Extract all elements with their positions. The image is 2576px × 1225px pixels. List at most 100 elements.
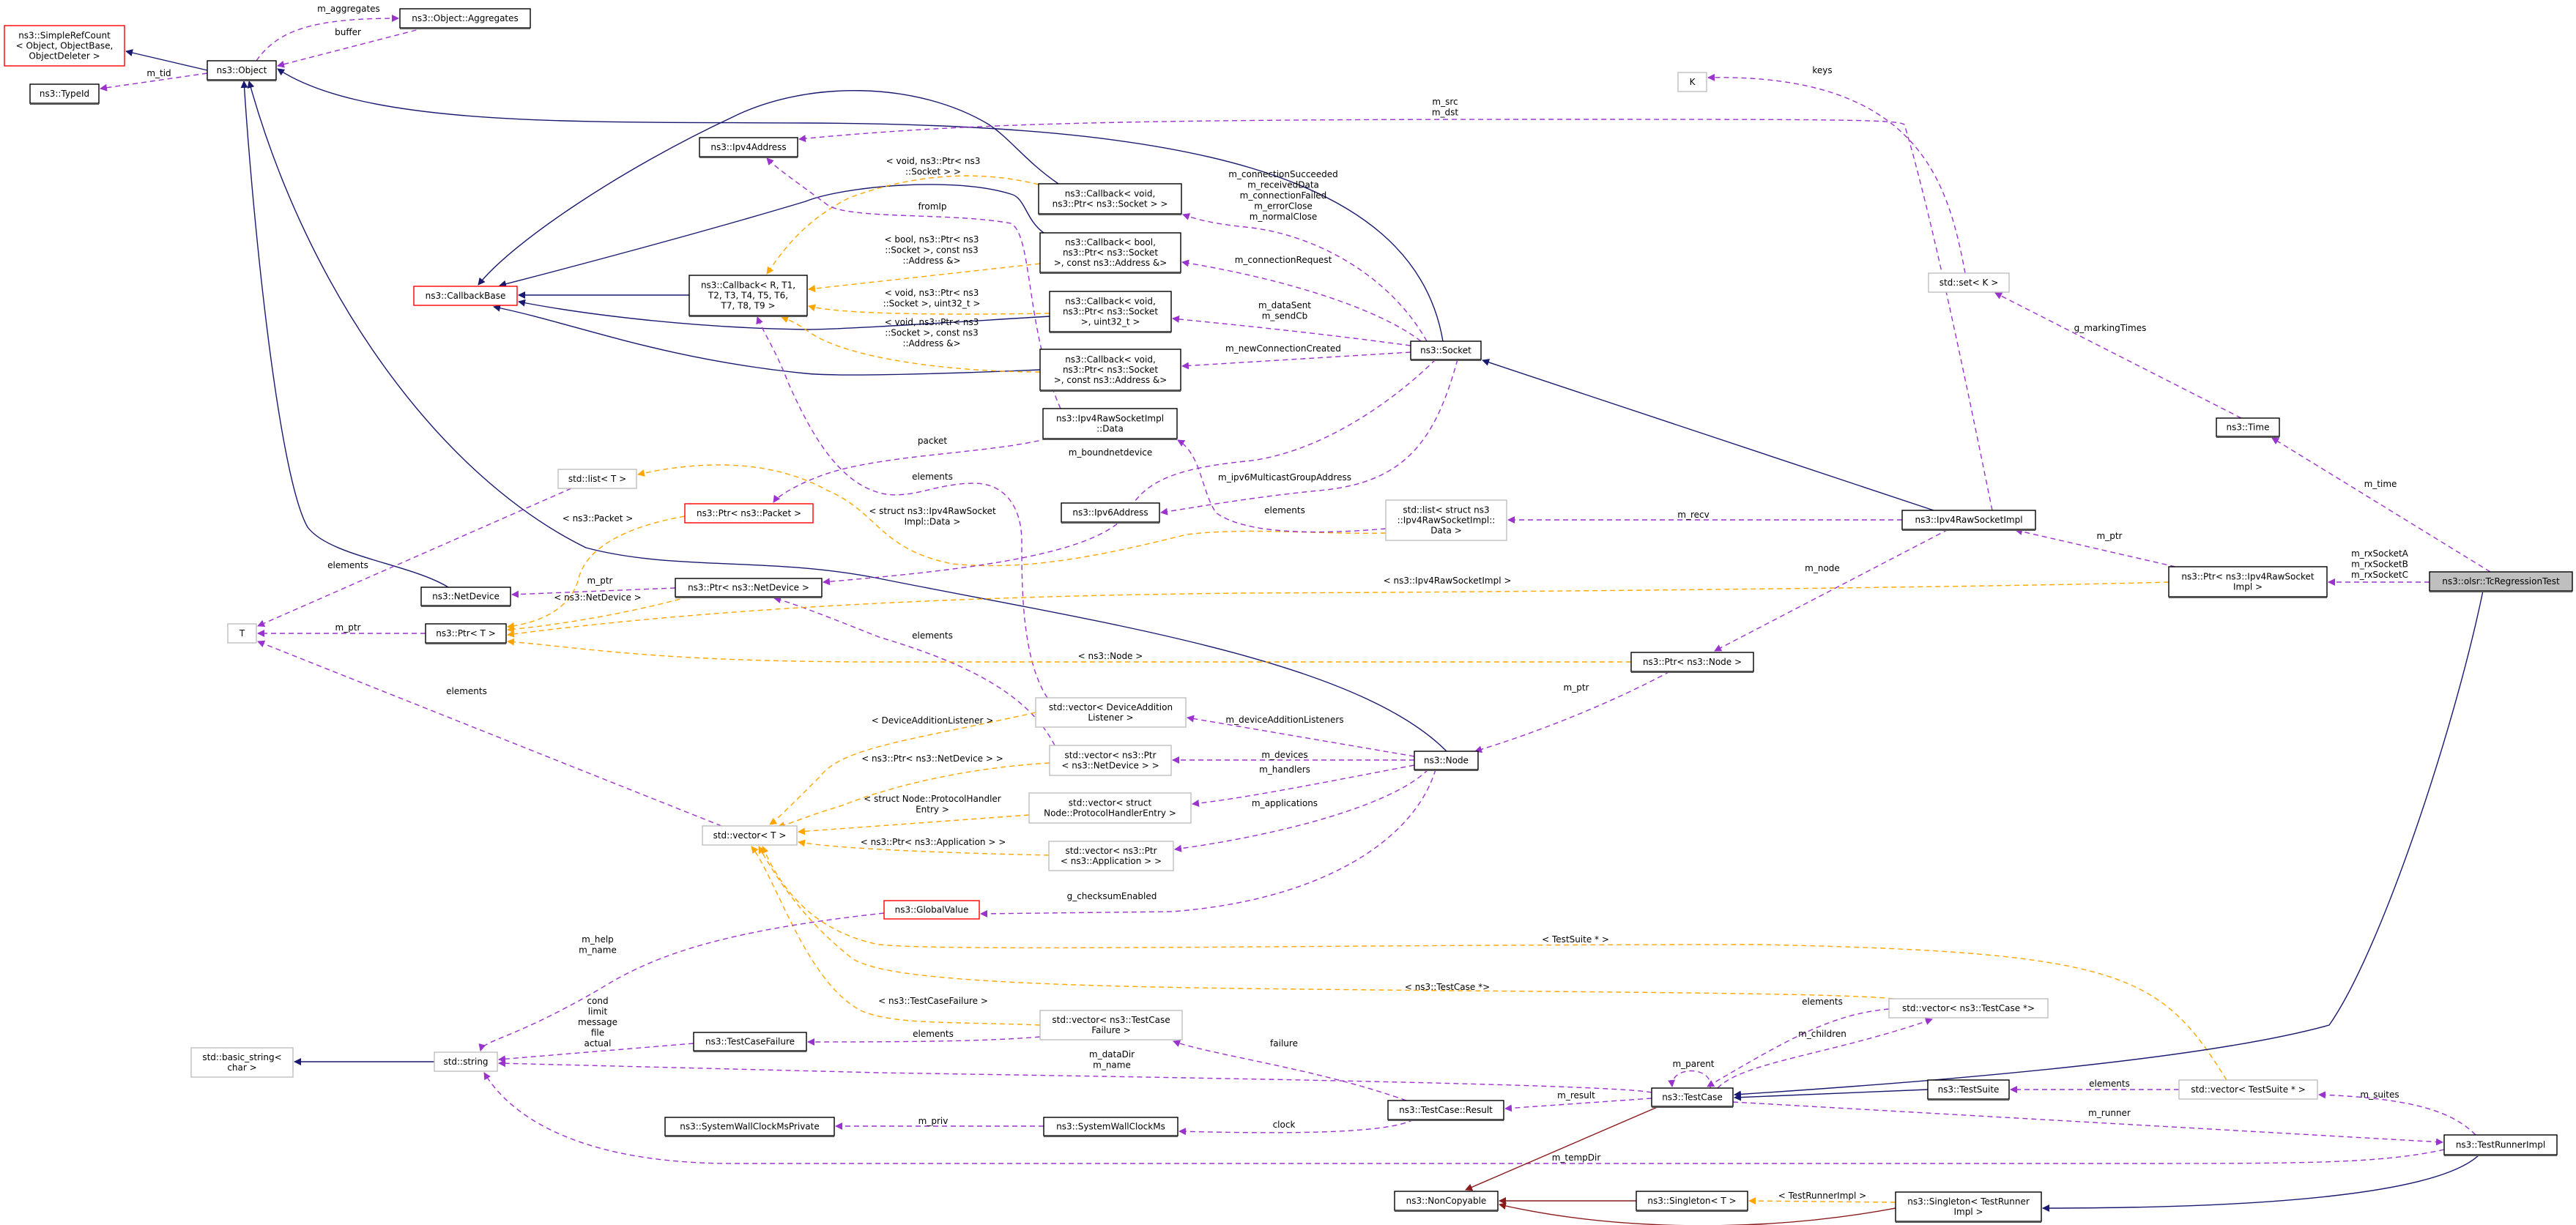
class-node-aggregates[interactable]: ns3::Object::Aggregates [399, 8, 531, 29]
edge-inheritance-object-to-simplerefcount [125, 49, 208, 71]
class-node-vec-phe[interactable]: std::vector< structNode::ProtocolHandler… [1028, 792, 1192, 824]
edge-label: g_checksumEnabled [1067, 891, 1157, 901]
class-node-vec-ts[interactable]: std::vector< TestSuite * > [2178, 1079, 2318, 1100]
edge-usage-testcase-to-runner [1732, 1101, 2443, 1146]
class-node-ptr-raw-impl[interactable]: ns3::Ptr< ns3::Ipv4RawSocketImpl > [2168, 566, 2328, 598]
edge-inheritance-node-to-object [247, 81, 1447, 752]
class-node-swc-priv[interactable]: ns3::SystemWallClockMsPrivate [664, 1117, 835, 1137]
edge-usage-tc-result-to-vec-tcf [1173, 1040, 1407, 1101]
class-node-socket[interactable]: ns3::Socket [1410, 340, 1482, 361]
class-node-ipv6address[interactable]: ns3::Ipv6Address [1061, 502, 1160, 524]
class-node-node[interactable]: ns3::Node [1414, 751, 1479, 771]
class-node-netdevice[interactable]: ns3::NetDevice [420, 587, 511, 607]
class-node-cb-void-addr[interactable]: ns3::Callback< void,ns3::Ptr< ns3::Socke… [1039, 349, 1181, 392]
edge-label: m_connectionSucceeded [1228, 169, 1338, 179]
class-node-callbackbase[interactable]: ns3::CallbackBase [413, 286, 518, 306]
edge-label: m_ipv6MulticastGroupAddress [1218, 472, 1351, 483]
class-node-tc-test[interactable]: ns3::olsr::TcRegressionTest [2429, 571, 2573, 592]
edge-usage-socket-to-cb-void-uint [1172, 315, 1411, 346]
class-node-tcf[interactable]: ns3::TestCaseFailure [693, 1032, 807, 1052]
edge-label: fromIp [918, 201, 946, 212]
class-node-raw-data[interactable]: ns3::Ipv4RawSocketImpl::Data [1042, 408, 1178, 440]
edge-usage-runner-to-string [483, 1072, 2445, 1164]
class-box [702, 825, 798, 846]
edge-usage-testcase-to-tc-result [1504, 1098, 1652, 1112]
class-node-callback-generic[interactable]: ns3::Callback< R, T1,T2, T3, T4, T5, T6,… [688, 275, 808, 317]
class-node-testsuite[interactable]: ns3::TestSuite [1927, 1079, 2010, 1101]
class-node-swc[interactable]: ns3::SystemWallClockMs [1043, 1117, 1178, 1137]
edge-label: m_dataDir [1089, 1049, 1135, 1060]
class-box [1888, 998, 2049, 1019]
class-node-ptr-t[interactable]: ns3::Ptr< T > [425, 623, 507, 644]
class-node-vec-dal[interactable]: std::vector< DeviceAdditionListener > [1035, 697, 1187, 728]
class-node-k[interactable]: K [1677, 72, 1707, 92]
class-node-object[interactable]: ns3::Object [207, 60, 277, 81]
class-node-vec-app[interactable]: std::vector< ns3::Ptr< ns3::Application … [1048, 841, 1174, 871]
edge-template-vec-ts-to-vec-t [761, 846, 2227, 1081]
class-node-vec-ptr-nd[interactable]: std::vector< ns3::Ptr< ns3::NetDevice > … [1049, 745, 1172, 776]
class-node-testcase[interactable]: ns3::TestCase [1651, 1087, 1734, 1108]
class-box [664, 1117, 835, 1136]
class-box [1039, 1010, 1183, 1040]
class-node-typeid[interactable]: ns3::TypeId [29, 83, 100, 105]
class-node-vec-t[interactable]: std::vector< T > [702, 825, 798, 846]
class-node-globalvalue[interactable]: ns3::GlobalValue [883, 900, 980, 920]
class-node-set-k[interactable]: std::set< K > [1928, 272, 2010, 293]
edge-label: < void, ns3::Ptr< ns3 [885, 317, 979, 327]
class-box [1043, 1117, 1178, 1136]
class-node-cb-void-uint[interactable]: ns3::Callback< void,ns3::Ptr< ns3::Socke… [1049, 291, 1172, 333]
edge-label: ::Socket > > [905, 167, 961, 177]
edge-label: m_parent [1672, 1059, 1714, 1069]
class-name: K [1690, 77, 1696, 87]
edge-template-ptr-node-to-ptr-t [507, 638, 1631, 663]
edge-label: m_aggregates [317, 4, 380, 14]
edge-label: m_handlers [1259, 764, 1310, 775]
class-node-cb-void-socket[interactable]: ns3::Callback< void,ns3::Ptr< ns3::Socke… [1038, 183, 1182, 215]
class-name: ns3::Ptr< ns3::Ipv4RawSocket [2181, 572, 2314, 582]
edge-usage-node-to-vec-phe [1192, 764, 1415, 807]
class-node-vec-tc[interactable]: std::vector< ns3::TestCase *> [1888, 998, 2049, 1019]
edge-usage-vec-t-to-t [257, 640, 722, 827]
edge-template-cb-bool-to-callback-generic [808, 263, 1041, 292]
class-node-tc-result[interactable]: ns3::TestCase::Result [1387, 1100, 1504, 1121]
class-node-ptr-packet[interactable]: ns3::Ptr< ns3::Packet > [684, 503, 814, 524]
class-node-raw-impl[interactable]: ns3::Ipv4RawSocketImpl [1901, 510, 2036, 531]
class-node-singleton-runner[interactable]: ns3::Singleton< TestRunnerImpl > [1895, 1191, 2042, 1223]
class-box [29, 83, 100, 104]
edge-usage-raw-impl-to-ipv4address [798, 119, 1993, 511]
edge-label: m_children [1798, 1029, 1846, 1039]
class-node-singleton-t[interactable]: ns3::Singleton< T > [1636, 1191, 1748, 1212]
class-box [1049, 745, 1172, 776]
edge-label: m_name [579, 945, 617, 956]
class-node-time[interactable]: ns3::Time [2216, 417, 2280, 438]
edge-template-vec-tcf-to-vec-t [751, 846, 1041, 1026]
class-name: std::vector< ns3::Ptr [1065, 846, 1157, 856]
class-box [1385, 499, 1507, 541]
class-node-noncopyable[interactable]: ns3::NonCopyable [1394, 1191, 1499, 1212]
edge-label: m_receivedData [1247, 180, 1319, 190]
edge-template-cb-void-addr-to-callback-generic [781, 316, 1041, 373]
class-name: Impl > [2233, 582, 2263, 592]
class-node-t[interactable]: T [227, 623, 257, 644]
class-name: Impl > [1953, 1207, 1983, 1217]
class-node-runner[interactable]: ns3::TestRunnerImpl [2443, 1134, 2558, 1156]
class-box [1039, 349, 1181, 391]
class-node-vec-tcf[interactable]: std::vector< ns3::TestCaseFailure > [1039, 1010, 1183, 1040]
class-node-list-t[interactable]: std::list< T > [557, 469, 637, 489]
class-box [1061, 502, 1160, 523]
class-name: ns3::Ipv4RawSocketImpl [1056, 414, 1164, 424]
class-node-ptr-netdevice[interactable]: ns3::Ptr< ns3::NetDevice > [675, 578, 823, 598]
class-node-simplerefcount[interactable]: ns3::SimpleRefCount< Object, ObjectBase,… [4, 25, 125, 67]
edge-label: < ns3::Ipv4RawSocketImpl > [1384, 576, 1512, 586]
class-node-cb-bool[interactable]: ns3::Callback< bool,ns3::Ptr< ns3::Socke… [1039, 232, 1181, 274]
class-node-ipv4address[interactable]: ns3::Ipv4Address [699, 137, 798, 158]
edge-label: < struct ns3::Ipv4RawSocket [869, 506, 996, 516]
class-name: ns3::Ptr< ns3::NetDevice > [688, 583, 809, 593]
class-node-string[interactable]: std::string [434, 1051, 498, 1072]
class-box [207, 60, 277, 81]
class-box [1042, 408, 1178, 439]
edge-usage-ptr-raw-impl-to-raw-impl [2015, 528, 2176, 567]
class-node-basic-string[interactable]: std::basic_string<char > [190, 1047, 294, 1078]
class-node-ptr-node[interactable]: ns3::Ptr< ns3::Node > [1630, 652, 1754, 673]
class-node-list-data[interactable]: std::list< struct ns3::Ipv4RawSocketImpl… [1385, 499, 1507, 541]
